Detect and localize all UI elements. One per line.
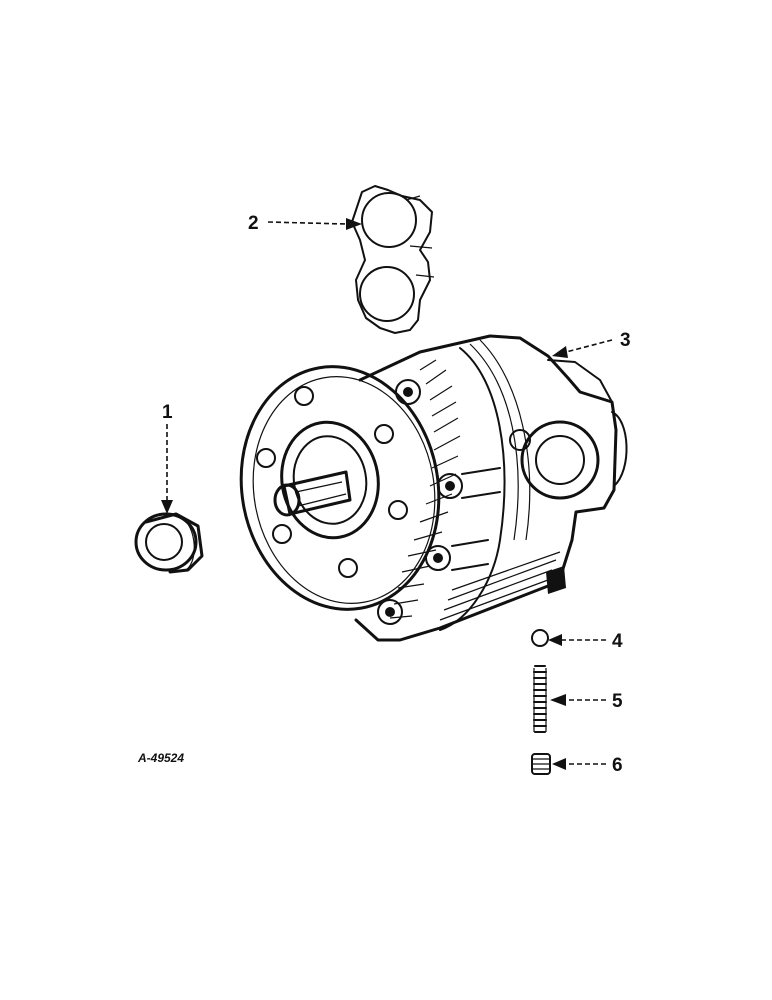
- callout-6: 6: [612, 755, 623, 776]
- ball-part-4: [531, 629, 549, 647]
- pump-assembly-part-3: [239, 334, 628, 642]
- leader-lines: [161, 218, 613, 770]
- bearing-part-1: [134, 512, 204, 574]
- callout-1: 1: [162, 402, 173, 423]
- plug-part-6: [531, 753, 551, 775]
- gasket-part-2: [351, 185, 435, 334]
- callout-5: 5: [612, 691, 623, 712]
- figure-code: A-49524: [137, 751, 184, 765]
- callout-3: 3: [620, 330, 631, 351]
- spring-part-5: [533, 665, 547, 733]
- callout-4: 4: [612, 631, 623, 652]
- callout-2: 2: [248, 213, 259, 234]
